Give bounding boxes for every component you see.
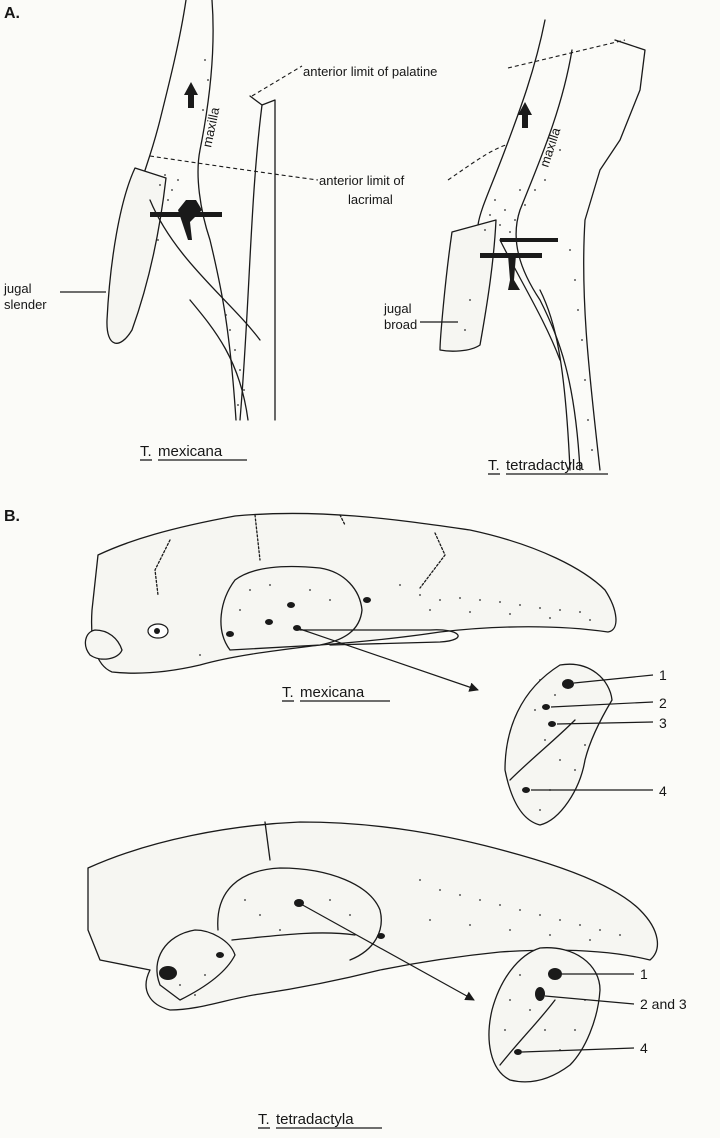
lacrimal-leader-left bbox=[150, 156, 318, 180]
species-prefix-b-top: T. bbox=[282, 684, 294, 701]
up-arrow-left bbox=[184, 82, 198, 108]
lacrimal-label-1: anterior limit of bbox=[319, 173, 405, 188]
inset-tetradactyla bbox=[489, 948, 634, 1082]
inset-mexicana-num-4: 4 bbox=[659, 783, 667, 799]
maxilla-label-right: maxilla bbox=[537, 125, 564, 169]
foramen-marker-right bbox=[508, 255, 520, 290]
species-name-a-right: tetradactyla bbox=[506, 457, 584, 474]
skull-mexicana bbox=[85, 513, 616, 673]
species-name-b-bottom: tetradactyla bbox=[276, 1111, 354, 1128]
inset-tetradactyla-num-4: 4 bbox=[640, 1040, 648, 1056]
species-name-b-top: mexicana bbox=[300, 684, 365, 701]
foramen-marker-left bbox=[178, 200, 202, 240]
caption-b-top: T. mexicana bbox=[282, 684, 390, 701]
up-arrow-right bbox=[518, 102, 532, 128]
jugal-label-right-2: broad bbox=[384, 317, 417, 332]
jugal-label-left-2: slender bbox=[4, 297, 47, 312]
inset-mexicana-num-1: 1 bbox=[659, 667, 667, 683]
lacrimal-label-2: lacrimal bbox=[348, 192, 393, 207]
lacrimal-leader-right bbox=[448, 145, 506, 180]
palatine-label: anterior limit of palatine bbox=[303, 64, 437, 79]
inset-mexicana-num-3: 3 bbox=[659, 715, 667, 731]
inset-tetradactyla-num-1: 1 bbox=[640, 966, 648, 982]
caption-a-left: T. mexicana bbox=[140, 443, 247, 460]
panel-b-label: B. bbox=[4, 508, 20, 525]
panel-a-left-specimen bbox=[107, 0, 275, 420]
palatine-leader-right bbox=[508, 40, 625, 68]
jugal-broad-shape bbox=[440, 220, 496, 351]
inset-tetradactyla-num-2-3: 2 and 3 bbox=[640, 996, 687, 1012]
caption-b-bottom: T. tetradactyla bbox=[258, 1111, 382, 1128]
caption-a-right: T. tetradactyla bbox=[488, 457, 608, 474]
panel-a-label: A. bbox=[4, 5, 20, 22]
species-prefix-b-bottom: T. bbox=[258, 1111, 270, 1128]
inset-mexicana-num-2: 2 bbox=[659, 695, 667, 711]
species-prefix-a-left: T. bbox=[140, 443, 152, 460]
jugal-slender-shape bbox=[107, 168, 166, 343]
palatine-leader-left bbox=[252, 66, 302, 96]
species-name-a-left: mexicana bbox=[158, 443, 223, 460]
panel-a-right-specimen bbox=[440, 20, 645, 470]
maxilla-label-left: maxilla bbox=[199, 105, 222, 148]
inset-mexicana bbox=[505, 664, 653, 825]
jugal-label-left-1: jugal bbox=[3, 281, 32, 296]
jugal-label-right-1: jugal bbox=[383, 301, 412, 316]
species-prefix-a-right: T. bbox=[488, 457, 500, 474]
